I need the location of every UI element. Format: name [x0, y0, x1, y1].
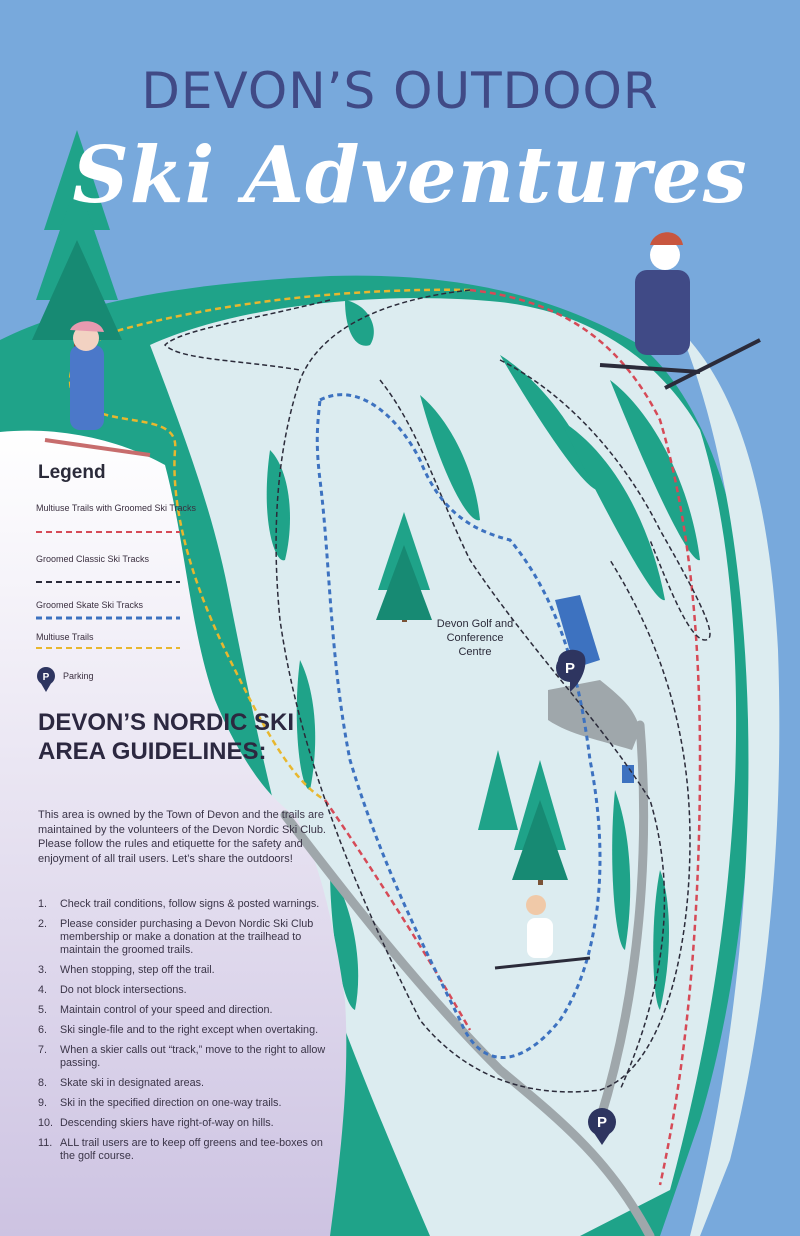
- rule-number: 6.: [38, 1024, 48, 1036]
- multiuse-trail: [68, 288, 471, 802]
- legend-label-multiuse-groomed: Multiuse Trails with Groomed Ski Tracks: [36, 503, 197, 513]
- parking-symbol: P: [565, 660, 575, 677]
- legend-label-skate: Groomed Skate Ski Tracks: [36, 600, 144, 610]
- legend-label-multiuse: Multiuse Trails: [36, 632, 94, 642]
- rule-number: 9.: [38, 1097, 48, 1109]
- rule-number: 5.: [38, 1004, 48, 1016]
- shed: [622, 765, 634, 783]
- rule-text: Skate ski in designated areas.: [60, 1077, 205, 1089]
- list-item: 8. Skate ski in designated areas.: [38, 1077, 338, 1090]
- rule-number: 7.: [38, 1044, 48, 1056]
- list-item: 1. Check trail conditions, follow signs &…: [38, 898, 338, 911]
- title-line-2: Ski Adventures: [72, 130, 748, 221]
- rule-text: Descending skiers have right-of-way on h…: [60, 1117, 274, 1129]
- rule-number: 10.: [38, 1117, 54, 1129]
- legend-parking-icon: P: [37, 667, 55, 692]
- rule-number: 1.: [38, 898, 48, 910]
- parking-symbol: P: [43, 672, 50, 683]
- multiuse-groomed-trail-west: [323, 799, 472, 1031]
- rule-text: ALL trail users are to keep off greens a…: [60, 1137, 323, 1162]
- rule-number: 11.: [38, 1137, 53, 1149]
- legend-label-classic: Groomed Classic Ski Tracks: [36, 554, 150, 564]
- parking-marker-south: P: [588, 1108, 616, 1145]
- list-item: 2. Please consider purchasing a Devon Nor…: [38, 918, 338, 957]
- parking-symbol: P: [597, 1114, 607, 1131]
- rule-text: Please consider purchasing a Devon Nordi…: [60, 918, 314, 956]
- legend-label-parking: Parking: [63, 671, 94, 681]
- classic-tracks: [163, 289, 711, 1093]
- rule-text: When a skier calls out “track,” move to …: [60, 1044, 326, 1069]
- skate-track: [315, 393, 602, 1059]
- parking-marker-north: P: [556, 649, 586, 692]
- skier-illustration-centre: [494, 895, 591, 970]
- guidelines-list: 1. Check trail conditions, follow signs &…: [38, 898, 338, 1170]
- skier-illustration-right: [599, 232, 761, 390]
- river: [680, 330, 780, 1236]
- rule-number: 8.: [38, 1077, 48, 1089]
- list-item: 6. Ski single-file and to the right excep…: [38, 1024, 338, 1037]
- guidelines-heading: DEVON’S NORDIC SKI AREA GUIDELINES:: [38, 709, 295, 765]
- pine-tree-south-a: [478, 750, 518, 830]
- golf-centre-building: [555, 595, 600, 668]
- pine-tree-south-b: [512, 760, 568, 885]
- skier-illustration-left: [44, 321, 151, 457]
- rule-text: Ski in the specified direction on one-wa…: [60, 1097, 282, 1109]
- list-item: 5. Maintain control of your speed and dir…: [38, 1004, 338, 1017]
- fairways: [266, 300, 700, 1010]
- list-item: 7. When a skier calls out “track,” move t…: [38, 1044, 338, 1070]
- info-panel: [0, 430, 347, 1236]
- parking-lot-north: [548, 680, 640, 750]
- list-item: 11. ALL trail users are to keep off green…: [38, 1137, 338, 1163]
- rule-text: Maintain control of your speed and direc…: [60, 1004, 273, 1016]
- roads: [280, 720, 655, 1236]
- list-item: 9. Ski in the specified direction on one-…: [38, 1097, 338, 1110]
- rule-number: 4.: [38, 984, 48, 996]
- list-item: 3. When stopping, step off the trail.: [38, 964, 338, 977]
- list-item: 4. Do not block intersections.: [38, 984, 338, 997]
- snow-area: [150, 298, 737, 1236]
- multiuse-groomed-trail: [469, 288, 702, 1186]
- golf-centre-label: Devon Golf and Conference Centre: [436, 618, 514, 658]
- pine-tree-tall: [32, 130, 122, 410]
- pine-tree-centre: [376, 512, 432, 622]
- list-item: 10. Descending skiers have right-of-way o…: [38, 1117, 338, 1130]
- guidelines-intro: This area is owned by the Town of Devon …: [38, 809, 326, 865]
- rule-text: When stopping, step off the trail.: [60, 964, 215, 976]
- rule-text: Check trail conditions, follow signs & p…: [60, 898, 320, 910]
- title-line-1: DEVON’S OUTDOOR: [141, 62, 659, 120]
- rule-text: Do not block intersections.: [60, 984, 187, 996]
- rule-text: Ski single-file and to the right except …: [60, 1024, 319, 1036]
- rule-number: 2.: [38, 918, 48, 930]
- legend-swatches: [36, 531, 180, 649]
- legend-title: Legend: [38, 462, 106, 483]
- rule-number: 3.: [38, 964, 48, 976]
